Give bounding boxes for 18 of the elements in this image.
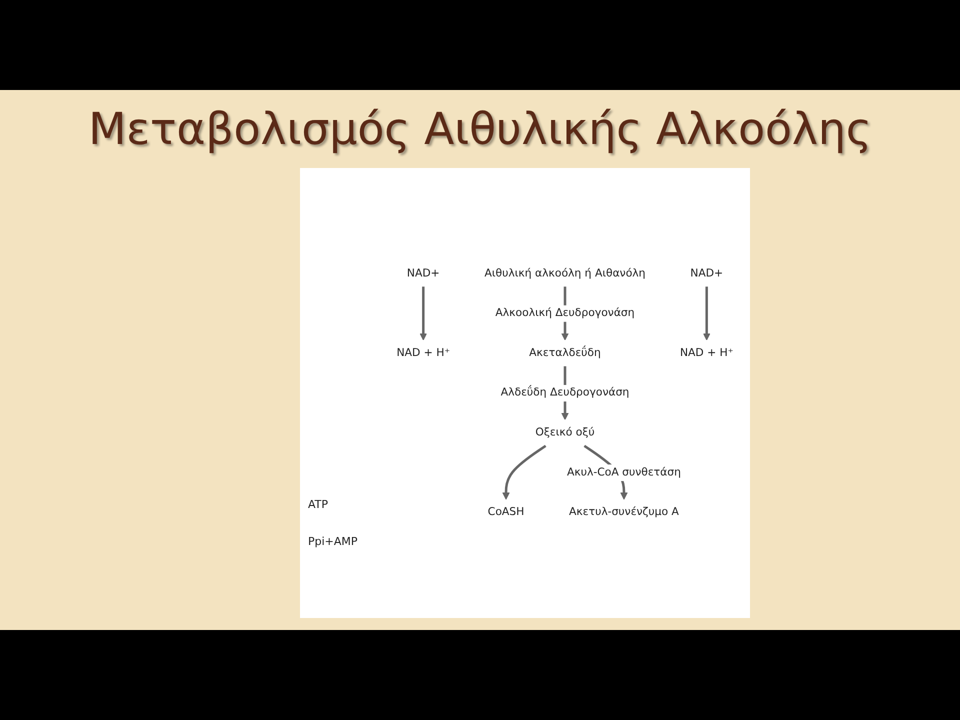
- node-text: NAD + H⁺: [396, 346, 450, 360]
- cofactor-label: ATP: [308, 498, 330, 511]
- node-text: Ακεταλδεΰδη: [529, 346, 601, 360]
- node-text: NAD+: [690, 267, 724, 280]
- edge-label: Αλκοολική Δευδρογονάση: [495, 306, 635, 320]
- slide-title: Μεταβολισμός Αιθυλικής Αλκοόλης: [88, 104, 872, 155]
- node-text: Οξεικό οξύ: [535, 426, 595, 439]
- node-text: NAD+: [406, 267, 440, 280]
- arrow: [502, 444, 546, 500]
- arrow: [703, 286, 710, 340]
- node-text: CoASH: [488, 506, 524, 518]
- cofactor-label: Ppi+AMP: [308, 535, 359, 548]
- arrow: [420, 286, 427, 340]
- node-text: Ακετυλ-συνένζυμο Α: [569, 506, 679, 518]
- node-text: NAD + H⁺: [680, 346, 734, 360]
- node-text: Αιθυλική αλκοόλη ή Αιθανόλη: [484, 267, 646, 280]
- edge-label: Ακυλ-CoA συνθετάση: [566, 466, 681, 479]
- edge-label: Αλδεΰδη Δευδρογονάση: [500, 386, 630, 400]
